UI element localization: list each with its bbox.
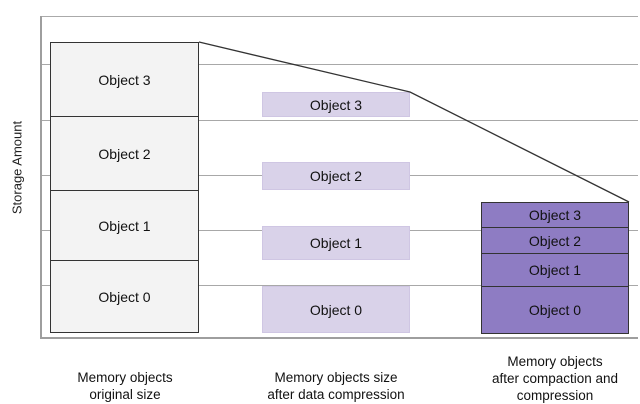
caption-original-line-2: original size xyxy=(89,387,161,402)
original-object-0: Object 0 xyxy=(50,260,199,333)
compacted-object-0: Object 0 xyxy=(481,286,629,334)
caption-compacted-line-3: compression xyxy=(516,388,594,403)
caption-compressed-line-1: Memory objects size xyxy=(274,370,398,385)
compressed-object-3: Object 3 xyxy=(262,92,410,117)
caption-original-line-1: Memory objects xyxy=(77,370,173,385)
compacted-object-1: Object 1 xyxy=(481,253,629,287)
gridline xyxy=(40,285,638,286)
original-object-3: Object 3 xyxy=(50,42,199,117)
caption-original: Memory objects original size xyxy=(50,369,200,403)
compacted-object-3: Object 3 xyxy=(481,202,629,228)
caption-compressed-line-2: after data compression xyxy=(267,387,405,402)
gridline xyxy=(40,120,638,121)
top-border xyxy=(40,16,638,17)
axes-frame xyxy=(40,16,638,339)
original-object-1: Object 1 xyxy=(50,190,199,261)
caption-compressed: Memory objects size after data compressi… xyxy=(245,369,427,403)
caption-compacted-line-1: Memory objects xyxy=(507,354,603,369)
compressed-object-2: Object 2 xyxy=(262,162,410,190)
caption-compacted-line-2: after compaction and xyxy=(491,371,619,386)
compressed-object-1: Object 1 xyxy=(262,226,410,260)
gridline xyxy=(40,64,638,65)
caption-compacted: Memory objects after compaction and comp… xyxy=(470,353,640,404)
compressed-object-0: Object 0 xyxy=(262,286,410,333)
